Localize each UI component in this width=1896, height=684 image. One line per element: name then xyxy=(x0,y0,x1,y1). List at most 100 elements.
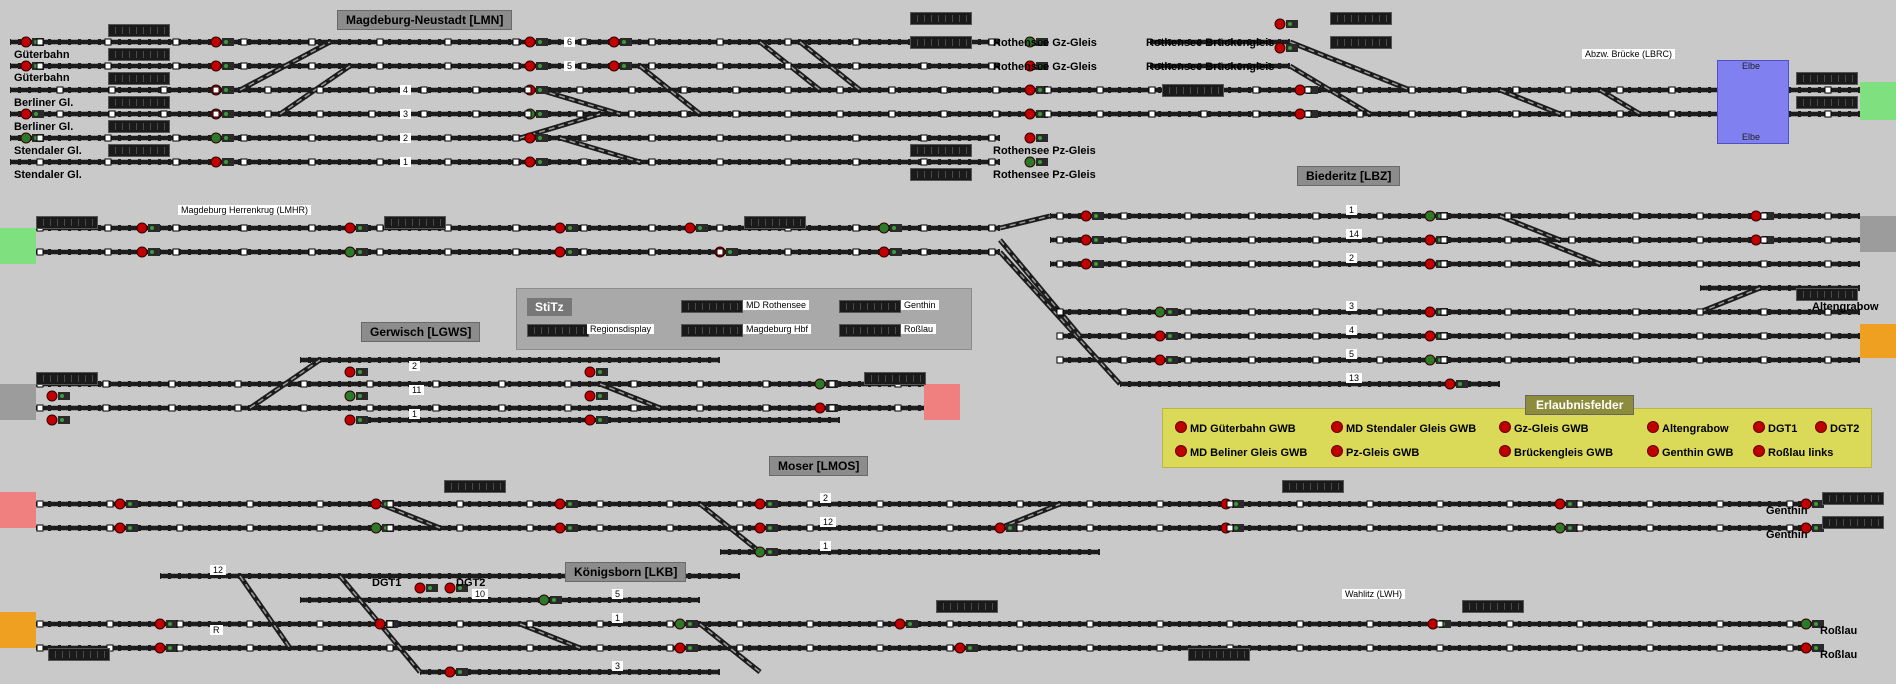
train-number-display[interactable] xyxy=(36,216,98,229)
signal-icon[interactable] xyxy=(674,618,698,630)
train-number-display[interactable] xyxy=(744,216,806,229)
permission-md-gueterbahn-gwb[interactable]: MD Güterbahn GWB xyxy=(1175,421,1296,435)
signal-icon[interactable] xyxy=(210,36,234,48)
signal-icon[interactable] xyxy=(210,132,234,144)
train-number-display[interactable] xyxy=(1330,12,1392,25)
signal-icon[interactable] xyxy=(878,222,902,234)
signal-icon[interactable] xyxy=(1024,84,1048,96)
train-number-display[interactable] xyxy=(910,168,972,181)
signal-icon[interactable] xyxy=(554,522,578,534)
permission-brueckengleis-gwb[interactable]: Brückengleis GWB xyxy=(1499,445,1613,459)
stitz-display-rosslau[interactable] xyxy=(839,324,901,337)
train-number-display[interactable] xyxy=(444,480,506,493)
train-number-display[interactable] xyxy=(108,72,170,85)
signal-icon[interactable] xyxy=(584,414,608,426)
train-number-display[interactable] xyxy=(1822,492,1884,505)
signal-icon[interactable] xyxy=(46,390,70,402)
signal-icon[interactable] xyxy=(684,222,708,234)
train-number-display[interactable] xyxy=(1462,600,1524,613)
train-number-display[interactable] xyxy=(384,216,446,229)
signal-icon[interactable] xyxy=(344,222,368,234)
signal-icon[interactable] xyxy=(1554,498,1578,510)
permission-pz-gleis-gwb[interactable]: Pz-Gleis GWB xyxy=(1331,445,1419,459)
signal-icon[interactable] xyxy=(1154,330,1178,342)
signal-icon[interactable] xyxy=(608,36,632,48)
signal-icon[interactable] xyxy=(1800,522,1824,534)
train-number-display[interactable] xyxy=(864,372,926,385)
signal-icon[interactable] xyxy=(46,414,70,426)
signal-icon[interactable] xyxy=(414,582,438,594)
signal-icon[interactable] xyxy=(344,414,368,426)
signal-icon[interactable] xyxy=(1274,18,1298,30)
signal-icon[interactable] xyxy=(754,522,778,534)
signal-icon[interactable] xyxy=(444,582,468,594)
signal-icon[interactable] xyxy=(344,246,368,258)
train-number-display[interactable] xyxy=(108,24,170,37)
train-number-display[interactable] xyxy=(1796,288,1858,301)
signal-icon[interactable] xyxy=(136,222,160,234)
signal-icon[interactable] xyxy=(954,642,978,654)
signal-icon[interactable] xyxy=(754,498,778,510)
signal-icon[interactable] xyxy=(1444,378,1468,390)
train-number-display[interactable] xyxy=(1796,96,1858,109)
signal-icon[interactable] xyxy=(524,156,548,168)
signal-icon[interactable] xyxy=(1024,132,1048,144)
signal-icon[interactable] xyxy=(524,60,548,72)
signal-icon[interactable] xyxy=(554,246,578,258)
train-number-display[interactable] xyxy=(108,48,170,61)
signal-icon[interactable] xyxy=(1080,210,1104,222)
signal-icon[interactable] xyxy=(878,246,902,258)
signal-icon[interactable] xyxy=(1554,522,1578,534)
train-number-display[interactable] xyxy=(36,372,98,385)
permission-dgt2[interactable]: DGT2 xyxy=(1815,421,1859,435)
signal-icon[interactable] xyxy=(584,390,608,402)
train-number-display[interactable] xyxy=(108,120,170,133)
permission-rosslau-links[interactable]: Roßlau links xyxy=(1753,445,1833,459)
signal-icon[interactable] xyxy=(1024,156,1048,168)
signal-icon[interactable] xyxy=(524,132,548,144)
stitz-display-genthin[interactable] xyxy=(839,300,901,313)
signal-icon[interactable] xyxy=(344,390,368,402)
permission-gz-gleis-gwb[interactable]: Gz-Gleis GWB xyxy=(1499,421,1589,435)
signal-icon[interactable] xyxy=(538,594,562,606)
train-number-display[interactable] xyxy=(936,600,998,613)
permission-altengrabow[interactable]: Altengrabow xyxy=(1647,421,1729,435)
train-number-display[interactable] xyxy=(1822,516,1884,529)
signal-icon[interactable] xyxy=(444,666,468,678)
signal-icon[interactable] xyxy=(210,156,234,168)
signal-icon[interactable] xyxy=(1800,618,1824,630)
train-number-display[interactable] xyxy=(1796,72,1858,85)
permission-md-beliner-gleis-gwb[interactable]: MD Beliner Gleis GWB xyxy=(1175,445,1307,459)
signal-icon[interactable] xyxy=(114,498,138,510)
train-number-display[interactable] xyxy=(1162,84,1224,97)
signal-icon[interactable] xyxy=(1024,60,1048,72)
signal-icon[interactable] xyxy=(20,108,44,120)
signal-icon[interactable] xyxy=(1080,234,1104,246)
train-number-display[interactable] xyxy=(48,648,110,661)
signal-icon[interactable] xyxy=(894,618,918,630)
signal-icon[interactable] xyxy=(1800,642,1824,654)
signal-icon[interactable] xyxy=(1154,306,1178,318)
train-number-display[interactable] xyxy=(1282,480,1344,493)
signal-icon[interactable] xyxy=(344,366,368,378)
train-number-display[interactable] xyxy=(910,36,972,49)
signal-icon[interactable] xyxy=(1080,258,1104,270)
signal-icon[interactable] xyxy=(994,522,1018,534)
permission-dgt1[interactable]: DGT1 xyxy=(1753,421,1797,435)
permission-genthin-gwb[interactable]: Genthin GWB xyxy=(1647,445,1734,459)
stitz-display-magdeburg-hbf[interactable] xyxy=(681,324,743,337)
signal-icon[interactable] xyxy=(554,222,578,234)
signal-icon[interactable] xyxy=(554,498,578,510)
signal-icon[interactable] xyxy=(608,60,632,72)
signal-icon[interactable] xyxy=(1154,354,1178,366)
permission-md-stendaler-gleis-gwb[interactable]: MD Stendaler Gleis GWB xyxy=(1331,421,1476,435)
train-number-display[interactable] xyxy=(910,12,972,25)
signal-icon[interactable] xyxy=(584,366,608,378)
signal-icon[interactable] xyxy=(1024,108,1048,120)
signal-icon[interactable] xyxy=(1024,36,1048,48)
train-number-display[interactable] xyxy=(108,144,170,157)
signal-icon[interactable] xyxy=(154,618,178,630)
signal-icon[interactable] xyxy=(754,546,778,558)
stitz-display-regionsdisplay[interactable] xyxy=(527,324,589,337)
train-number-display[interactable] xyxy=(1330,36,1392,49)
